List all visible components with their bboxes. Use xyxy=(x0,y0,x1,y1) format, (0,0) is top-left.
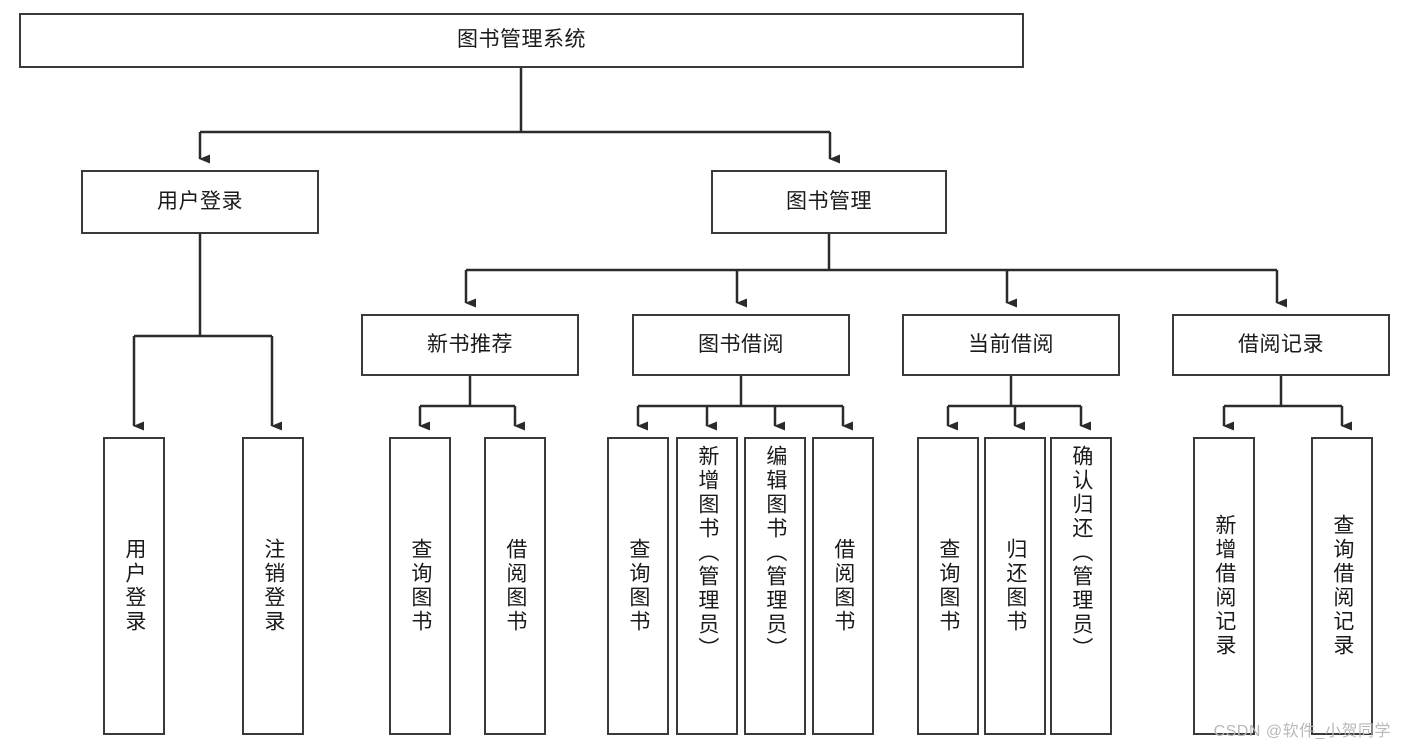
node-leaf-query-book-2[interactable]: 查询图书 xyxy=(607,437,669,735)
node-leaf-query-borrow-record-label: 查询借阅记录 xyxy=(1330,514,1354,658)
node-leaf-query-borrow-record[interactable]: 查询借阅记录 xyxy=(1311,437,1373,735)
node-leaf-query-book-1-label: 查询图书 xyxy=(408,538,432,634)
node-leaf-add-borrow-record[interactable]: 新增借阅记录 xyxy=(1193,437,1255,735)
node-leaf-edit-book-label: 编辑图书（管理员） xyxy=(763,445,787,661)
node-book-manage[interactable]: 图书管理 xyxy=(711,170,947,234)
node-book-borrowing-label: 图书借阅 xyxy=(698,332,784,356)
node-root[interactable]: 图书管理系统 xyxy=(19,13,1024,68)
node-book-manage-label: 图书管理 xyxy=(786,189,872,213)
node-leaf-return-book[interactable]: 归还图书 xyxy=(984,437,1046,735)
node-user-login-label: 用户登录 xyxy=(157,189,243,213)
node-leaf-confirm-return-label: 确认归还（管理员） xyxy=(1069,445,1093,661)
node-leaf-user-login-label: 用户登录 xyxy=(122,538,146,634)
node-root-label: 图书管理系统 xyxy=(457,28,586,52)
node-leaf-confirm-return[interactable]: 确认归还（管理员） xyxy=(1050,437,1112,735)
node-leaf-add-book-label: 新增图书（管理员） xyxy=(695,445,719,661)
node-borrowing-records[interactable]: 借阅记录 xyxy=(1172,314,1390,376)
node-leaf-return-book-label: 归还图书 xyxy=(1003,538,1027,634)
node-borrowing-records-label: 借阅记录 xyxy=(1238,332,1324,356)
node-leaf-user-logout[interactable]: 注销登录 xyxy=(242,437,304,735)
node-leaf-add-borrow-record-label: 新增借阅记录 xyxy=(1212,514,1236,658)
node-leaf-query-book-3[interactable]: 查询图书 xyxy=(917,437,979,735)
node-leaf-user-logout-label: 注销登录 xyxy=(261,538,285,634)
node-leaf-user-login[interactable]: 用户登录 xyxy=(103,437,165,735)
node-leaf-query-book-3-label: 查询图书 xyxy=(936,538,960,634)
node-leaf-borrow-book-1-label: 借阅图书 xyxy=(503,538,527,634)
node-book-borrowing[interactable]: 图书借阅 xyxy=(632,314,850,376)
node-new-book-recommendation-label: 新书推荐 xyxy=(427,332,513,356)
node-leaf-edit-book[interactable]: 编辑图书（管理员） xyxy=(744,437,806,735)
node-leaf-borrow-book-2-label: 借阅图书 xyxy=(831,538,855,634)
node-user-login[interactable]: 用户登录 xyxy=(81,170,319,234)
node-leaf-query-book-1[interactable]: 查询图书 xyxy=(389,437,451,735)
node-new-book-recommendation[interactable]: 新书推荐 xyxy=(361,314,579,376)
node-current-borrowing-label: 当前借阅 xyxy=(968,332,1054,356)
node-current-borrowing[interactable]: 当前借阅 xyxy=(902,314,1120,376)
node-leaf-query-book-2-label: 查询图书 xyxy=(626,538,650,634)
node-leaf-add-book[interactable]: 新增图书（管理员） xyxy=(676,437,738,735)
node-leaf-borrow-book-2[interactable]: 借阅图书 xyxy=(812,437,874,735)
node-leaf-borrow-book-1[interactable]: 借阅图书 xyxy=(484,437,546,735)
